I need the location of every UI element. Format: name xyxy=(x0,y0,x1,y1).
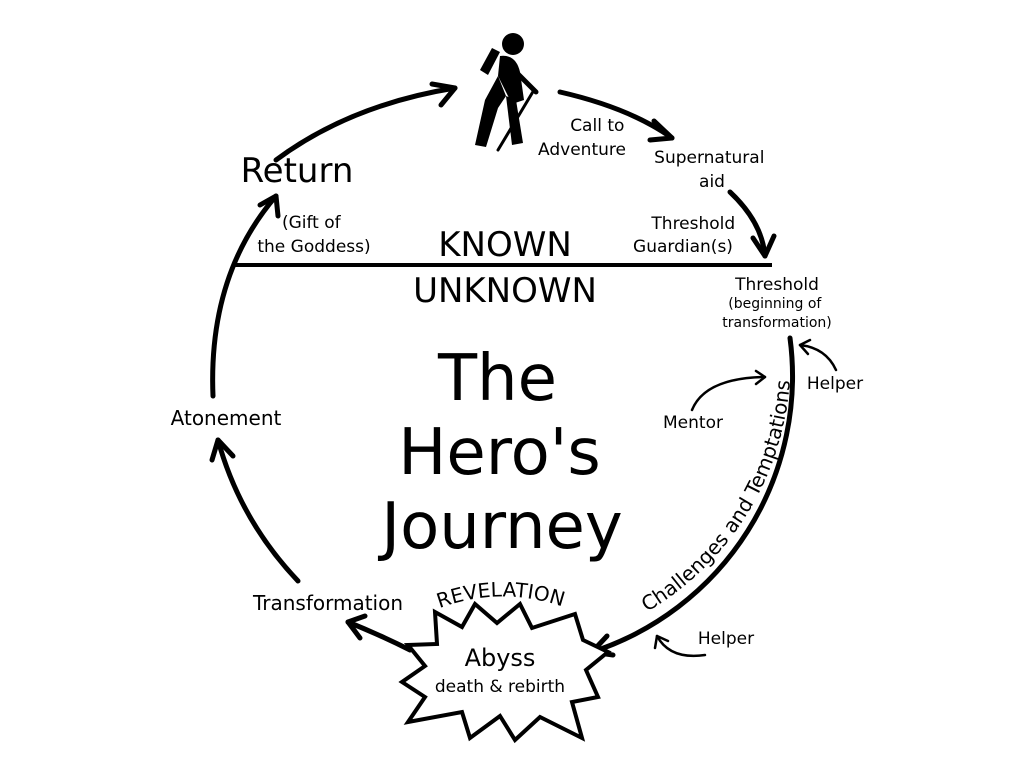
transformation-label: Transformation xyxy=(252,591,403,615)
journey-cycle xyxy=(209,81,796,658)
helper-bottom-label: Helper xyxy=(698,629,754,649)
arc-return-to-hero xyxy=(273,85,458,163)
call-to-adventure-label: Call to Adventure xyxy=(538,116,630,160)
return-note: (Gift of the Goddess) xyxy=(257,213,370,257)
starburst-icon xyxy=(398,600,612,744)
arc-transformation-to-atonement xyxy=(215,437,301,584)
arc-aid-arrowhead xyxy=(750,233,777,259)
threshold-guardian-label: Threshold Guardian(s) xyxy=(633,214,741,257)
abyss-note: death & rebirth xyxy=(435,677,565,697)
helper-bottom-arrowhead xyxy=(653,634,670,650)
helper-top-label: Helper xyxy=(807,374,863,394)
abyss-label: Abyss xyxy=(465,644,536,672)
hiker-icon xyxy=(475,33,539,152)
helper-top-arrowhead xyxy=(798,338,812,356)
arc-abyss-arrowhead xyxy=(345,613,368,641)
supernatural-aid-label: Supernatural aid xyxy=(654,148,770,192)
arc-aid-to-threshold xyxy=(727,189,768,259)
mentor-arrow xyxy=(690,375,767,412)
known-label: KNOWN xyxy=(438,225,572,265)
mentor-label: Mentor xyxy=(663,413,723,433)
mentor-arrowhead xyxy=(754,369,767,386)
helper-bottom-arrow xyxy=(655,634,707,658)
atonement-label: Atonement xyxy=(171,406,282,430)
arc-abyss-to-transformation xyxy=(345,619,413,653)
helper-top-arrow xyxy=(798,343,838,372)
arc-atonement-to-return xyxy=(210,193,279,399)
arc-transformation-arrowhead xyxy=(209,437,236,463)
revelation-label: REVELATION xyxy=(433,577,567,612)
threshold-label: Threshold xyxy=(734,275,819,295)
arc-call-arrowhead xyxy=(647,118,675,143)
arc-challenges xyxy=(589,335,796,655)
arc-return-arrowhead xyxy=(429,81,458,108)
unknown-label: UNKNOWN xyxy=(413,271,597,311)
threshold-note: (beginning of transformation) xyxy=(722,296,832,331)
return-label: Return xyxy=(241,151,354,191)
arc-atonement-arrowhead xyxy=(257,193,281,219)
page-title: The Hero's Journey xyxy=(377,342,623,564)
